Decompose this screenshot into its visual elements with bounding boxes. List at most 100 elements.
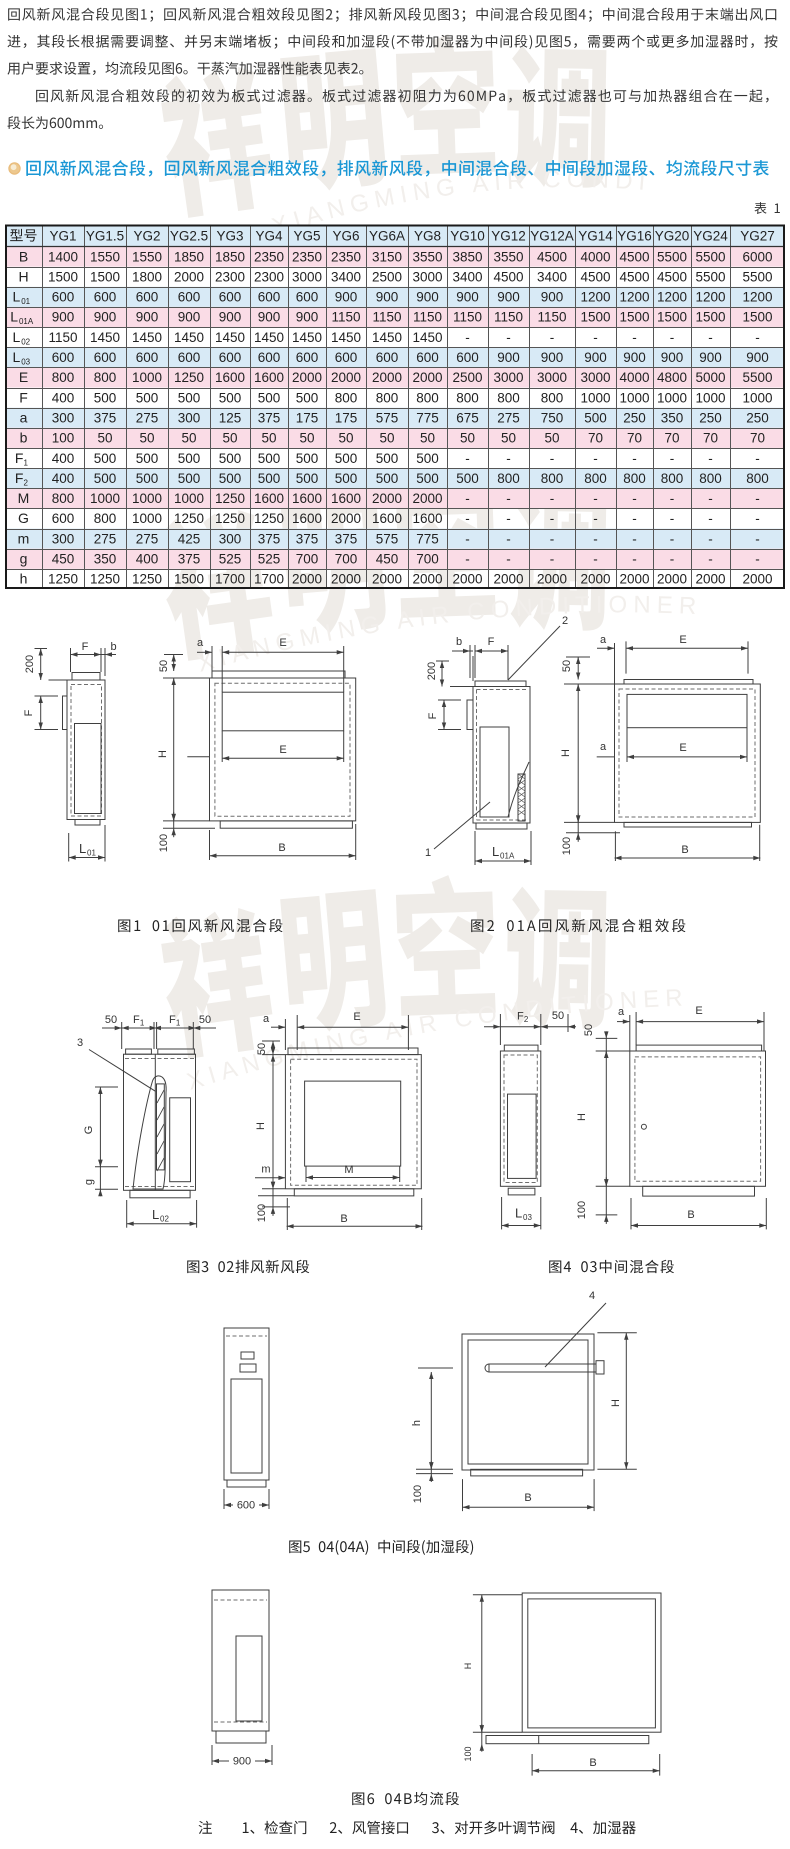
svg-text:M: M <box>18 490 30 506</box>
svg-text:H: H <box>18 268 28 284</box>
svg-text:2000: 2000 <box>742 572 772 587</box>
svg-text:900: 900 <box>661 350 684 365</box>
svg-text:03: 03 <box>21 358 30 367</box>
svg-text:YG10: YG10 <box>450 229 485 244</box>
svg-text:1450: 1450 <box>292 330 322 345</box>
svg-text:-: - <box>465 511 470 526</box>
svg-text:-: - <box>632 552 637 567</box>
svg-text:70: 70 <box>664 431 679 446</box>
svg-text:L: L <box>152 1207 159 1222</box>
svg-text:F: F <box>169 1014 176 1026</box>
svg-text:m: m <box>261 1164 270 1176</box>
svg-text:450: 450 <box>52 552 75 567</box>
svg-text:800: 800 <box>699 471 722 486</box>
svg-text:575: 575 <box>376 531 399 546</box>
svg-text:E: E <box>279 744 286 756</box>
svg-text:500: 500 <box>178 390 201 405</box>
svg-text:-: - <box>755 451 760 466</box>
svg-text:2350: 2350 <box>292 249 322 264</box>
svg-text:-: - <box>670 511 675 526</box>
svg-text:2000: 2000 <box>174 269 204 284</box>
svg-text:2000: 2000 <box>372 370 402 385</box>
svg-text:YG3: YG3 <box>216 229 243 244</box>
svg-text:H: H <box>610 1399 622 1407</box>
svg-text:900: 900 <box>699 350 722 365</box>
svg-text:900: 900 <box>335 290 358 305</box>
svg-text:YG24: YG24 <box>693 229 728 244</box>
svg-text:700: 700 <box>335 552 358 567</box>
svg-text:B: B <box>524 1492 531 1504</box>
svg-text:1: 1 <box>425 847 431 859</box>
svg-text:-: - <box>632 330 637 345</box>
svg-text:-: - <box>670 531 675 546</box>
svg-text:500: 500 <box>376 451 399 466</box>
svg-text:500: 500 <box>416 471 439 486</box>
svg-text:800: 800 <box>541 471 564 486</box>
svg-text:800: 800 <box>746 471 769 486</box>
svg-text:500: 500 <box>178 471 201 486</box>
svg-text:900: 900 <box>219 310 242 325</box>
svg-text:400: 400 <box>52 390 75 405</box>
svg-text:1500: 1500 <box>619 310 649 325</box>
svg-text:250: 250 <box>623 410 646 425</box>
svg-text:a: a <box>263 1013 270 1025</box>
svg-text:-: - <box>550 531 555 546</box>
svg-text:2: 2 <box>562 615 568 627</box>
svg-text:300: 300 <box>52 531 75 546</box>
svg-text:50: 50 <box>501 431 516 446</box>
svg-text:a: a <box>600 741 607 753</box>
svg-text:50: 50 <box>181 431 196 446</box>
svg-text:-: - <box>593 451 598 466</box>
svg-text:1600: 1600 <box>331 491 361 506</box>
svg-text:5500: 5500 <box>695 269 725 284</box>
svg-text:1150: 1150 <box>413 310 442 325</box>
svg-text:50: 50 <box>379 431 394 446</box>
svg-text:350: 350 <box>94 552 117 567</box>
svg-text:2000: 2000 <box>292 572 322 587</box>
svg-text:375: 375 <box>258 410 281 425</box>
svg-text:2000: 2000 <box>372 491 402 506</box>
svg-text:-: - <box>670 491 675 506</box>
svg-text:-: - <box>550 491 555 506</box>
svg-text:-: - <box>550 552 555 567</box>
svg-text:900: 900 <box>136 310 159 325</box>
svg-text:YG8: YG8 <box>414 229 441 244</box>
svg-text:-: - <box>465 552 470 567</box>
svg-text:600: 600 <box>296 350 319 365</box>
svg-text:E: E <box>19 369 28 385</box>
svg-text:H: H <box>255 1122 267 1130</box>
svg-text:70: 70 <box>588 431 603 446</box>
svg-text:1450: 1450 <box>174 330 204 345</box>
svg-text:525: 525 <box>258 552 281 567</box>
svg-text:900: 900 <box>584 350 607 365</box>
svg-text:500: 500 <box>94 390 117 405</box>
svg-text:375: 375 <box>94 410 117 425</box>
svg-text:L: L <box>79 841 86 856</box>
svg-text:800: 800 <box>661 471 684 486</box>
svg-text:h: h <box>20 571 28 587</box>
svg-text:50: 50 <box>420 431 435 446</box>
svg-text:500: 500 <box>296 390 319 405</box>
svg-text:1000: 1000 <box>132 511 162 526</box>
svg-text:E: E <box>279 637 286 649</box>
svg-text:1150: 1150 <box>372 310 401 325</box>
svg-text:-: - <box>755 491 760 506</box>
svg-text:800: 800 <box>584 471 607 486</box>
svg-text:3000: 3000 <box>412 269 442 284</box>
svg-text:YG20: YG20 <box>655 229 690 244</box>
svg-text:800: 800 <box>335 390 358 405</box>
svg-text:4: 4 <box>589 1290 595 1302</box>
svg-text:-: - <box>465 491 470 506</box>
svg-text:2350: 2350 <box>331 249 361 264</box>
svg-text:50: 50 <box>561 660 573 672</box>
svg-text:4500: 4500 <box>537 249 567 264</box>
svg-text:200: 200 <box>426 662 438 680</box>
svg-text:-: - <box>593 552 598 567</box>
svg-text:H: H <box>576 1113 588 1121</box>
svg-text:375: 375 <box>178 552 201 567</box>
svg-text:YG12A: YG12A <box>530 229 574 244</box>
svg-text:1700: 1700 <box>215 572 245 587</box>
svg-text:6000: 6000 <box>742 249 772 264</box>
svg-text:-: - <box>632 531 637 546</box>
svg-text:1250: 1250 <box>132 572 162 587</box>
